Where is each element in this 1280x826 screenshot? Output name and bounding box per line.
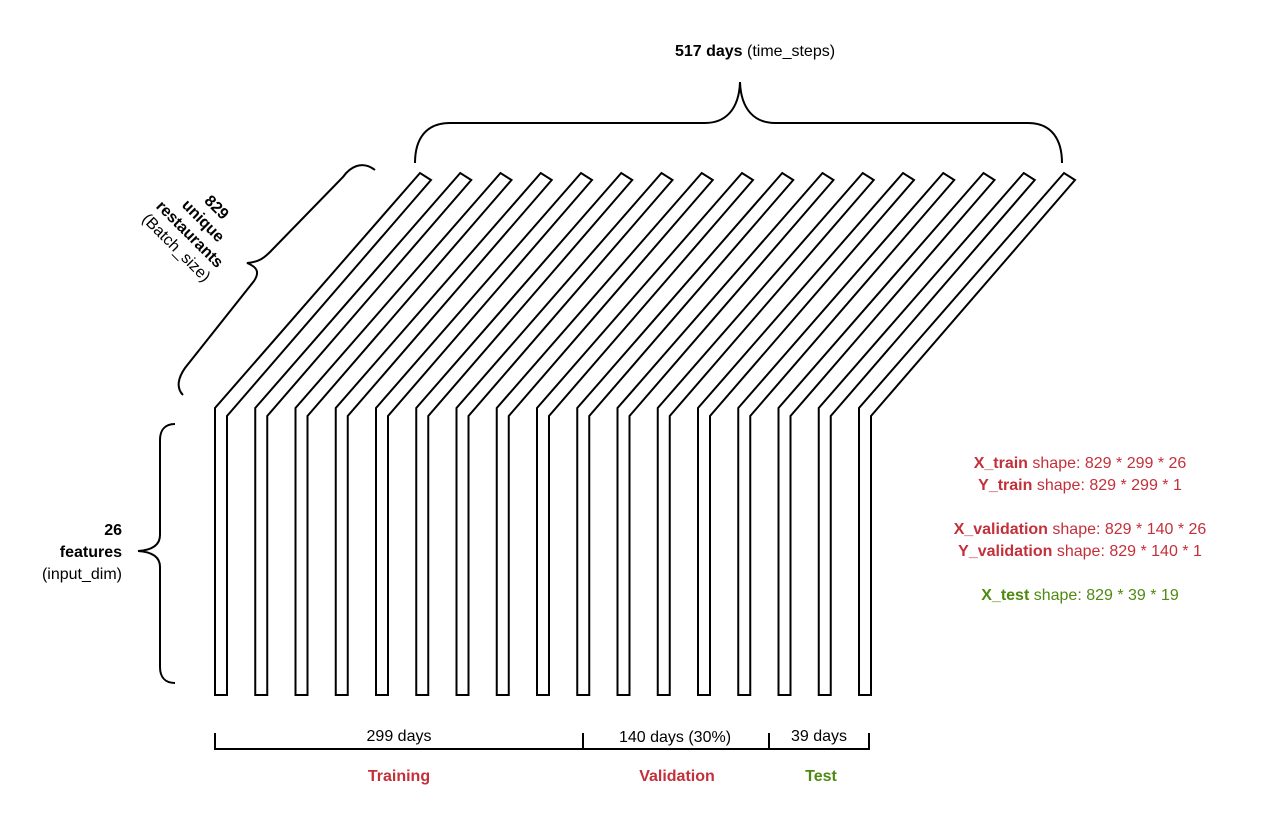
training-days: 299 days: [366, 728, 432, 745]
time-step-slab: [737, 171, 956, 696]
time-step-slab: [334, 171, 554, 696]
x-validation-shape: X_validation shape: 829 * 140 * 26: [953, 521, 1207, 538]
training-label: Training: [367, 768, 431, 785]
time-steps-brace: [414, 81, 1063, 164]
time-step-slab: [576, 171, 795, 696]
features-value: 26: [104, 522, 122, 539]
time-step-slab: [455, 171, 675, 696]
validation-label: Validation: [639, 768, 715, 785]
x-test-shape: X_test shape: 829 * 39 * 19: [981, 587, 1179, 604]
slab-stack: [214, 171, 1077, 696]
time-steps-value: 517 days: [674, 43, 743, 60]
time-step-slab: [214, 171, 433, 696]
time-step-slab: [817, 171, 1037, 696]
test-label: Test: [805, 768, 837, 785]
y-train-shape: Y_train shape: 829 * 299 * 1: [978, 477, 1182, 494]
time-step-slab: [697, 171, 916, 696]
time-step-slab: [375, 171, 594, 696]
batch-size-brace: [177, 164, 376, 396]
time-step-slab: [616, 171, 836, 696]
features-word: features: [59, 544, 122, 561]
features-brace: [137, 423, 176, 684]
split-bracket: [214, 733, 870, 750]
validation-days: 140 days (30%): [618, 729, 732, 746]
time-step-slab: [656, 171, 876, 696]
time-step-slab: [777, 171, 997, 696]
time-step-slab: [415, 171, 634, 696]
time-steps-label: 517 days (time_steps): [605, 42, 905, 62]
features-caption: (input_dim): [41, 566, 122, 583]
time-step-slab: [858, 171, 1077, 696]
features-label: 26 features (input_dim): [2, 520, 122, 586]
time-step-slab: [254, 171, 473, 696]
shapes-summary: X_train shape: 829 * 299 * 26 Y_train sh…: [910, 453, 1250, 607]
test-days: 39 days: [790, 728, 848, 745]
x-train-shape: X_train shape: 829 * 299 * 26: [973, 455, 1187, 472]
time-step-slab: [536, 171, 755, 696]
time-step-slab: [294, 171, 514, 696]
y-validation-shape: Y_validation shape: 829 * 140 * 1: [958, 543, 1202, 560]
time-step-slab: [495, 171, 715, 696]
time-steps-caption: (time_steps): [747, 43, 836, 60]
